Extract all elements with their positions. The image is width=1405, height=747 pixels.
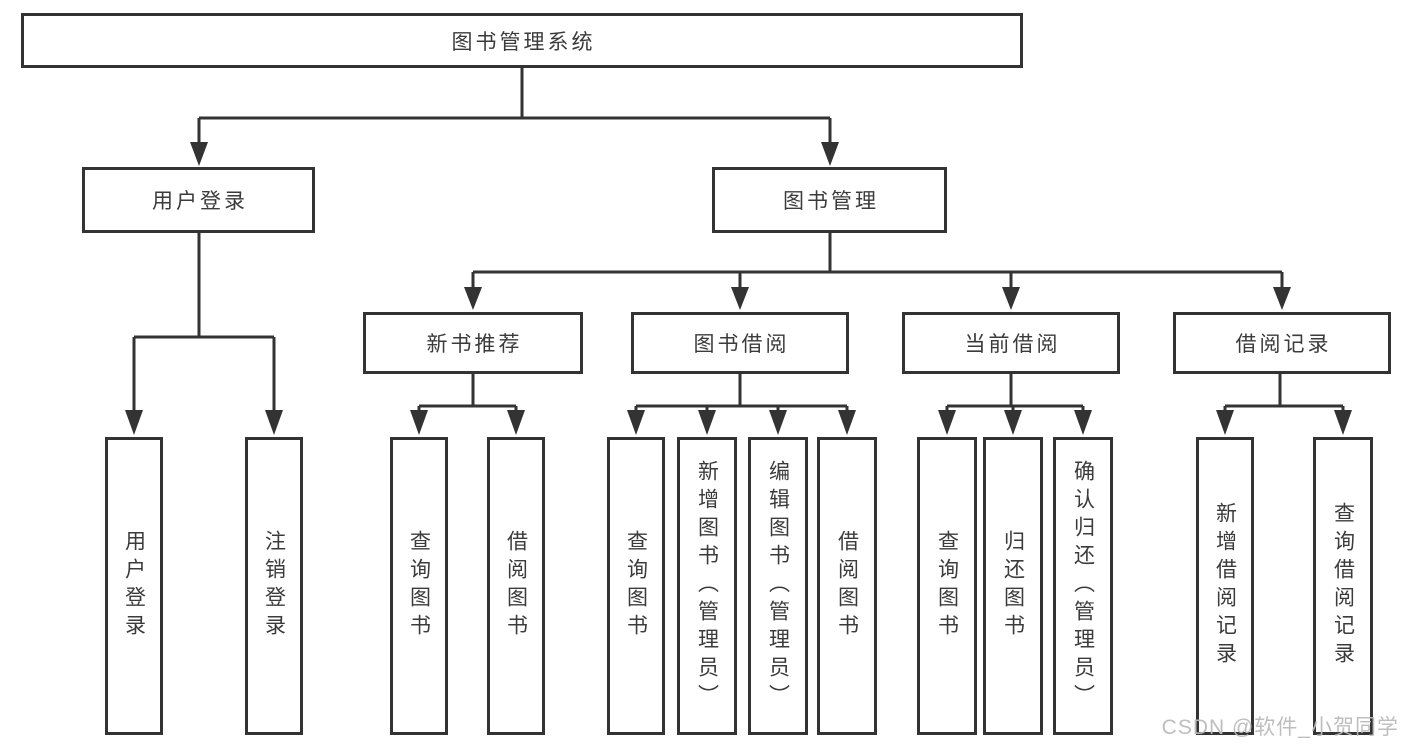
leaf-add-book-admin: 新增图书（管理员） (677, 437, 737, 735)
node-label: 新书推荐 (426, 333, 523, 356)
node-library-management-system: 图书管理系统 (21, 13, 1023, 68)
leaf-label: 编辑图书（管理员） (766, 460, 790, 712)
leaf-user-login: 用户登录 (105, 437, 163, 735)
leaf-add-borrow-record: 新增借阅记录 (1196, 437, 1254, 735)
leaf-return-books: 归还图书 (983, 437, 1043, 735)
leaf-label: 注销登录 (262, 530, 286, 642)
leaf-label: 确认归还（管理员） (1071, 460, 1095, 712)
node-label: 当前借阅 (964, 333, 1061, 356)
leaf-query-books-borrowing: 查询图书 (607, 437, 665, 735)
leaf-label: 用户登录 (122, 530, 146, 642)
leaf-label: 新增借阅记录 (1213, 502, 1237, 670)
leaf-label: 查询图书 (935, 530, 959, 642)
leaf-label: 查询图书 (407, 530, 431, 642)
leaf-label: 归还图书 (1001, 530, 1025, 642)
node-book-management: 图书管理 (712, 167, 947, 233)
node-user-login: 用户登录 (82, 167, 315, 233)
node-label: 用户登录 (152, 190, 248, 213)
node-label: 图书管理系统 (451, 30, 596, 54)
leaf-label: 查询图书 (624, 530, 648, 642)
leaf-label: 借阅图书 (835, 530, 859, 642)
node-label: 图书管理 (783, 190, 879, 213)
leaf-query-borrow-record: 查询借阅记录 (1313, 437, 1373, 735)
node-label: 借阅记录 (1235, 333, 1332, 356)
leaf-edit-book-admin: 编辑图书（管理员） (748, 437, 808, 735)
leaf-label: 新增图书（管理员） (695, 460, 719, 712)
node-label: 图书借阅 (693, 333, 790, 356)
watermark: CSDN @软件_小贺同学 (1161, 716, 1399, 739)
leaf-label: 查询借阅记录 (1331, 502, 1355, 670)
leaf-logout: 注销登录 (245, 437, 303, 735)
leaf-borrow-books-recommend: 借阅图书 (487, 437, 545, 735)
leaf-query-books-current: 查询图书 (917, 437, 977, 735)
leaf-confirm-return-admin: 确认归还（管理员） (1053, 437, 1113, 735)
leaf-borrow-books: 借阅图书 (817, 437, 877, 735)
node-new-book-recommendation: 新书推荐 (363, 312, 583, 374)
leaf-query-books-recommend: 查询图书 (390, 437, 448, 735)
leaf-label: 借阅图书 (504, 530, 528, 642)
node-book-borrowing: 图书借阅 (631, 312, 849, 374)
node-current-borrowing: 当前借阅 (902, 312, 1120, 374)
node-borrowing-records: 借阅记录 (1173, 312, 1391, 374)
